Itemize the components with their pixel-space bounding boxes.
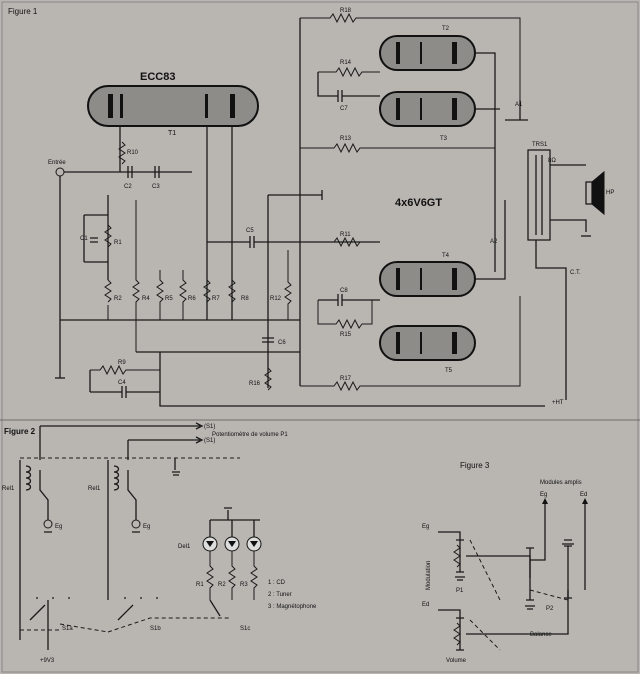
r14-label: R14 bbox=[340, 60, 352, 66]
tube-t4 bbox=[379, 261, 476, 297]
switch-s1a bbox=[19, 597, 70, 640]
ed-in-label: Ed bbox=[422, 602, 429, 608]
r16-label: R16 bbox=[249, 381, 261, 387]
supply-label: +9V3 bbox=[40, 658, 55, 664]
a1-label: A1 bbox=[515, 102, 523, 108]
eg-left-label: Eg bbox=[55, 524, 62, 530]
r1-fig2-label: R1 bbox=[196, 582, 204, 588]
figure-3-title: Figure 3 bbox=[460, 461, 490, 470]
to-s1b-label: (S1) bbox=[204, 438, 215, 444]
relay-coil-left bbox=[19, 460, 32, 600]
t5-label: T5 bbox=[445, 368, 453, 374]
legend-magnetophone: 3 : Magnétophone bbox=[268, 604, 317, 610]
modulation-label: Modulation bbox=[426, 561, 432, 590]
eg-in-label: Eg bbox=[422, 524, 429, 530]
legend-cd: 1 : CD bbox=[268, 580, 286, 586]
r15-label: R15 bbox=[340, 332, 352, 338]
jack-eg-right-icon bbox=[131, 519, 141, 529]
s1c-label: S1c bbox=[240, 626, 250, 632]
c5-label: C5 bbox=[246, 228, 254, 234]
r13-label: R13 bbox=[340, 136, 352, 142]
eg-out-label: Eg bbox=[540, 492, 547, 498]
modules-label: Modules amplis bbox=[540, 480, 582, 486]
jack-eg-left-icon bbox=[43, 519, 53, 529]
r7-label: R7 bbox=[212, 296, 220, 302]
input-jack-icon bbox=[55, 167, 65, 177]
r5-label: R5 bbox=[165, 296, 173, 302]
r8-label: R8 bbox=[241, 296, 249, 302]
c8-label: C8 bbox=[340, 288, 348, 294]
tube-t5 bbox=[379, 325, 476, 361]
speaker-label: HP bbox=[606, 190, 614, 196]
input-label: Entrée bbox=[48, 160, 66, 166]
c7-label: C7 bbox=[340, 106, 348, 112]
tube-t3 bbox=[379, 91, 476, 127]
eg-right-label: Eg bbox=[143, 524, 150, 530]
c4-label: C4 bbox=[118, 380, 126, 386]
ct-label: C.T. bbox=[570, 270, 581, 276]
pot-note-label: Potentiomètre de volume P1 bbox=[212, 432, 288, 438]
tube-ecc83 bbox=[87, 85, 259, 127]
t3-label: T3 bbox=[440, 136, 448, 142]
c2-label: C2 bbox=[124, 184, 132, 190]
a2-label: A2 bbox=[490, 239, 498, 245]
del1-label: Del1 bbox=[178, 544, 191, 550]
ecc83-label: ECC83 bbox=[140, 71, 175, 83]
tube-t2 bbox=[379, 35, 476, 71]
p1-label: P1 bbox=[456, 588, 464, 594]
figure-1-title: Figure 1 bbox=[8, 7, 38, 16]
speaker-icon bbox=[585, 170, 605, 216]
r4-label: R4 bbox=[142, 296, 150, 302]
switch-s1c bbox=[209, 599, 221, 617]
trs1-label: TRS1 bbox=[532, 142, 548, 148]
r6-label: R6 bbox=[188, 296, 196, 302]
t1-label: T1 bbox=[168, 130, 176, 137]
legend-tuner: 2 : Tuner bbox=[268, 592, 292, 598]
r3-fig2-label: R3 bbox=[240, 582, 248, 588]
r9-label: R9 bbox=[118, 360, 126, 366]
secondary-label: 8Ω bbox=[548, 158, 556, 164]
balance-label: Balance bbox=[530, 632, 552, 638]
led-icons bbox=[202, 536, 262, 552]
r2-label: R2 bbox=[114, 296, 122, 302]
s1b-label: S1b bbox=[150, 626, 161, 632]
t2-label: T2 bbox=[442, 26, 450, 32]
relay-coil-right bbox=[107, 460, 120, 600]
ht-label: +HT bbox=[552, 400, 564, 406]
r1-label: R1 bbox=[114, 240, 122, 246]
t4-label: T4 bbox=[442, 253, 450, 259]
output-transformer bbox=[527, 149, 551, 241]
ground-icon bbox=[172, 458, 180, 476]
c6-label: C6 bbox=[278, 340, 286, 346]
power-tubes-label: 4x6V6GT bbox=[395, 197, 442, 209]
p2-label: P2 bbox=[546, 606, 554, 612]
s1a-label: S1a bbox=[62, 626, 73, 632]
volume-label: Volume bbox=[446, 658, 467, 664]
to-s1-label: (S1) bbox=[204, 424, 215, 430]
r17-label: R17 bbox=[340, 376, 352, 382]
c3-label: C3 bbox=[152, 184, 160, 190]
r11-label: R11 bbox=[340, 232, 351, 238]
r12-label: R12 bbox=[270, 296, 282, 302]
r10-label: R10 bbox=[127, 150, 139, 156]
c1-label: C1 bbox=[80, 236, 88, 242]
ground-icon bbox=[562, 539, 574, 545]
figure-2-title: Figure 2 bbox=[4, 427, 36, 436]
r18-label: R18 bbox=[340, 8, 352, 14]
relay2-label: Rel1 bbox=[88, 486, 101, 492]
relay1-label: Rel1 bbox=[2, 486, 15, 492]
switch-s1b bbox=[117, 597, 158, 621]
r2-fig2-label: R2 bbox=[218, 582, 226, 588]
ed-out-label: Ed bbox=[580, 492, 587, 498]
